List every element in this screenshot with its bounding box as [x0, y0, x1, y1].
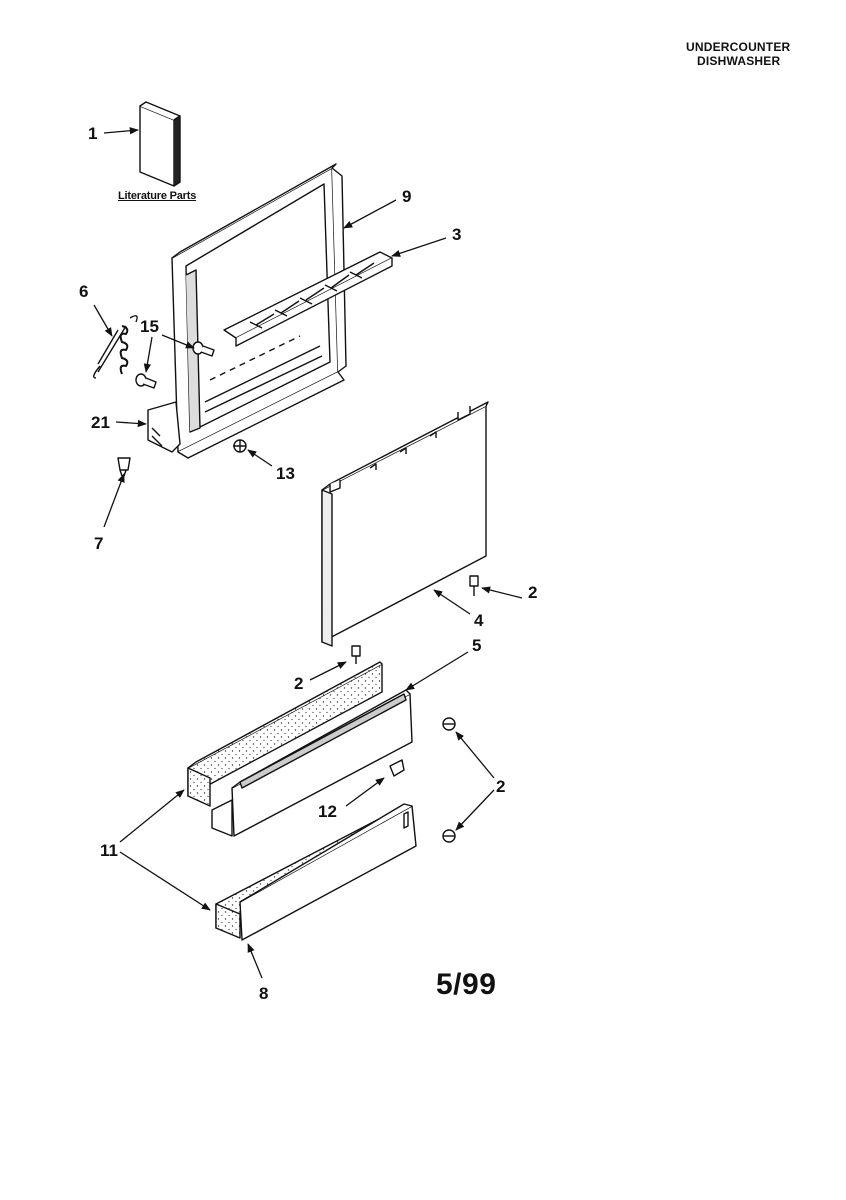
- screw-13: [233, 439, 247, 453]
- literature-parts-label: Literature Parts: [118, 190, 197, 202]
- callout-12: 12: [318, 802, 337, 821]
- callout-2-right: 2: [528, 583, 538, 602]
- screw-2c: [442, 717, 456, 731]
- callout-8: 8: [259, 984, 269, 1003]
- callout-1: 1: [88, 124, 98, 143]
- door-spring: [93, 315, 138, 379]
- inner-door-panel: [171, 163, 347, 459]
- callout-6: 6: [79, 282, 89, 301]
- header-title-line1: UNDERCOUNTER: [686, 40, 791, 54]
- outer-door-panel: [321, 401, 489, 647]
- vent-rail: [223, 251, 393, 347]
- clip-7: [117, 457, 131, 477]
- hinge-bracket: [147, 401, 181, 453]
- screw-15: [192, 341, 215, 357]
- toe-panel: [211, 689, 413, 837]
- screw-2a: [469, 575, 479, 596]
- insulation-block-upper: [187, 661, 383, 807]
- callout-11: 11: [100, 841, 118, 860]
- clip-12: [389, 759, 405, 777]
- callout-21: 21: [91, 413, 110, 432]
- kickplate: [215, 803, 417, 941]
- callout-2-lower: 2: [496, 777, 506, 796]
- callout-9: 9: [402, 187, 412, 206]
- callout-3: 3: [452, 225, 462, 244]
- callout-2-left: 2: [294, 674, 304, 693]
- callout-4: 4: [474, 611, 484, 630]
- callout-5: 5: [472, 636, 482, 655]
- callout-7: 7: [94, 534, 104, 553]
- screw-15b: [135, 373, 157, 389]
- callout-15: 15: [140, 317, 159, 336]
- screw-2d: [442, 829, 456, 843]
- header-title-line2: DISHWASHER: [697, 54, 781, 68]
- literature-booklet: [139, 101, 181, 187]
- callout-13: 13: [276, 464, 295, 483]
- date-code: 5/99: [436, 968, 497, 1001]
- screw-2b: [351, 645, 361, 664]
